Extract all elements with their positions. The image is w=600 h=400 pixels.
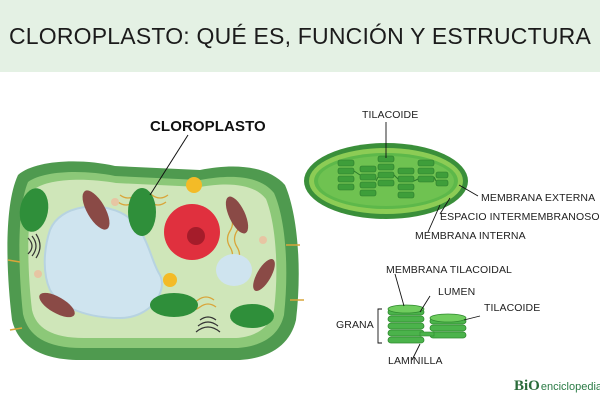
mitochondrion [39, 292, 75, 318]
lamella-connector [419, 331, 435, 337]
nucleolus [187, 227, 205, 245]
grana-stack-small [429, 313, 467, 339]
brand-enciclopedia: enciclopedia [540, 380, 600, 393]
vesicle [34, 270, 42, 278]
title-banner: CLOROPLASTO: QUÉ ES, FUNCIÓN Y ESTRUCTUR… [0, 0, 600, 72]
label-membrana-tilacoidal: MEMBRANA TILACOIDAL [386, 264, 512, 276]
brand-logo: BiO enciclopedia [514, 378, 600, 395]
vesicle [111, 198, 119, 206]
grana-detail [387, 304, 467, 344]
granule [186, 177, 202, 193]
label-laminilla: LAMINILLA [388, 355, 443, 367]
label-tilacoide-top: TILACOIDE [362, 109, 419, 121]
label-tilacoide-bottom: TILACOIDE [484, 302, 541, 314]
lamellae [353, 170, 437, 182]
granule [163, 273, 177, 287]
chloroplast [150, 293, 198, 317]
chloroplast [19, 188, 49, 232]
label-lumen: LUMEN [438, 286, 476, 298]
mitochondrion [82, 190, 110, 230]
label-membrana-externa: MEMBRANA EXTERNA [481, 192, 596, 204]
grana-pointers [377, 273, 481, 361]
chloroplast [230, 304, 274, 328]
plant-cell [7, 161, 304, 360]
small-vacuole [216, 254, 252, 286]
grana-stack-large [387, 304, 425, 344]
chloroplast-pointers [385, 122, 479, 233]
chloroplast-diagram [304, 143, 468, 219]
label-membrana-interna: MEMBRANA INTERNA [415, 230, 526, 242]
plasmodesmata [7, 244, 304, 331]
page-title: CLOROPLASTO: QUÉ ES, FUNCIÓN Y ESTRUCTUR… [8, 22, 592, 49]
label-grana: GRANA [336, 319, 374, 331]
mitochondrion [253, 259, 275, 291]
label-espacio-intermembranoso: ESPACIO INTERMEMBRANOSO [440, 211, 600, 223]
cloroplasto-pointer [149, 134, 189, 196]
brand-bio: BiO [514, 378, 540, 394]
label-cloroplasto: CLOROPLASTO [150, 118, 266, 135]
vesicle [259, 236, 267, 244]
golgi [27, 233, 221, 333]
mitochondrion [225, 196, 249, 234]
chloroplast [128, 188, 156, 236]
